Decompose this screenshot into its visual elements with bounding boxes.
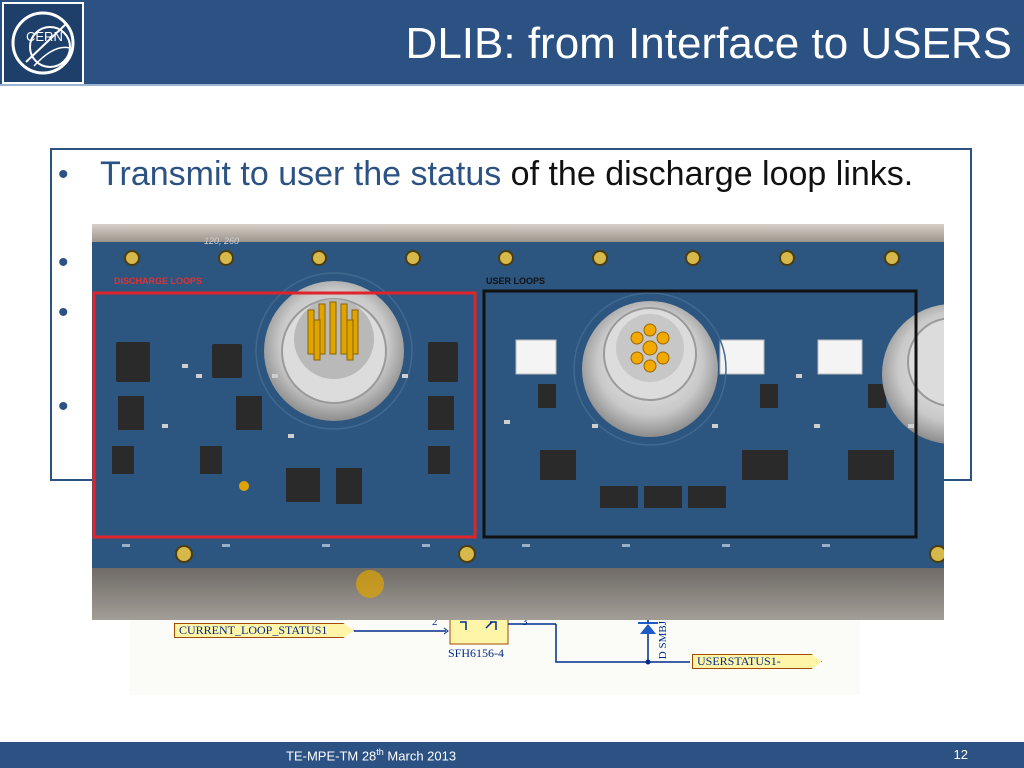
user-loops-label: USER LOOPS [486,276,546,286]
bullet-marker: • [58,390,69,423]
discharge-loops-label: DISCHARGE LOOPS [114,276,203,286]
bullet-highlight: Transmit to user the status [100,155,502,193]
bullet-rest: of the discharge loop links. [501,155,914,193]
slide-title: DLIB: from Interface to USERS [405,19,1012,68]
footer-date-suffix: th [376,747,384,757]
footer-bar: TE-MPE-TM 28th March 2013 12 [0,742,1024,768]
pcb-photo: 120, 260 DISCHARGE LOOPS USER LOOPS [92,224,944,620]
bullet-marker: • [58,158,69,191]
pcb-dimension-mark: 120, 260 [204,236,240,246]
footer-text: TE-MPE-TM 28th March 2013 [286,747,456,763]
cern-logo: CERN [2,2,84,84]
title-bar: CERN DLIB: from Interface to USERS [0,0,1024,86]
bullet-item: Transmit to user the status of the disch… [100,154,960,194]
logo-text: CERN [26,29,63,44]
net-label-user-status: USERSTATUS1- [692,654,822,669]
optocoupler-label: SFH6156-4 [448,646,505,660]
bullet-marker: • [58,296,69,329]
cern-logo-icon: CERN [11,11,75,75]
bullet-marker: • [58,246,69,279]
footer-date: March 2013 [383,748,457,764]
net-label-current-loop-status: CURRENT_LOOP_STATUS1 [174,623,354,638]
pin-number: 3 [522,616,528,628]
pcb-board-illustration [92,224,944,620]
pin-number: 2 [432,616,438,628]
header-divider [0,84,1024,86]
footer-org: TE-MPE-TM 28 [286,748,377,764]
page-number: 12 [953,747,968,762]
